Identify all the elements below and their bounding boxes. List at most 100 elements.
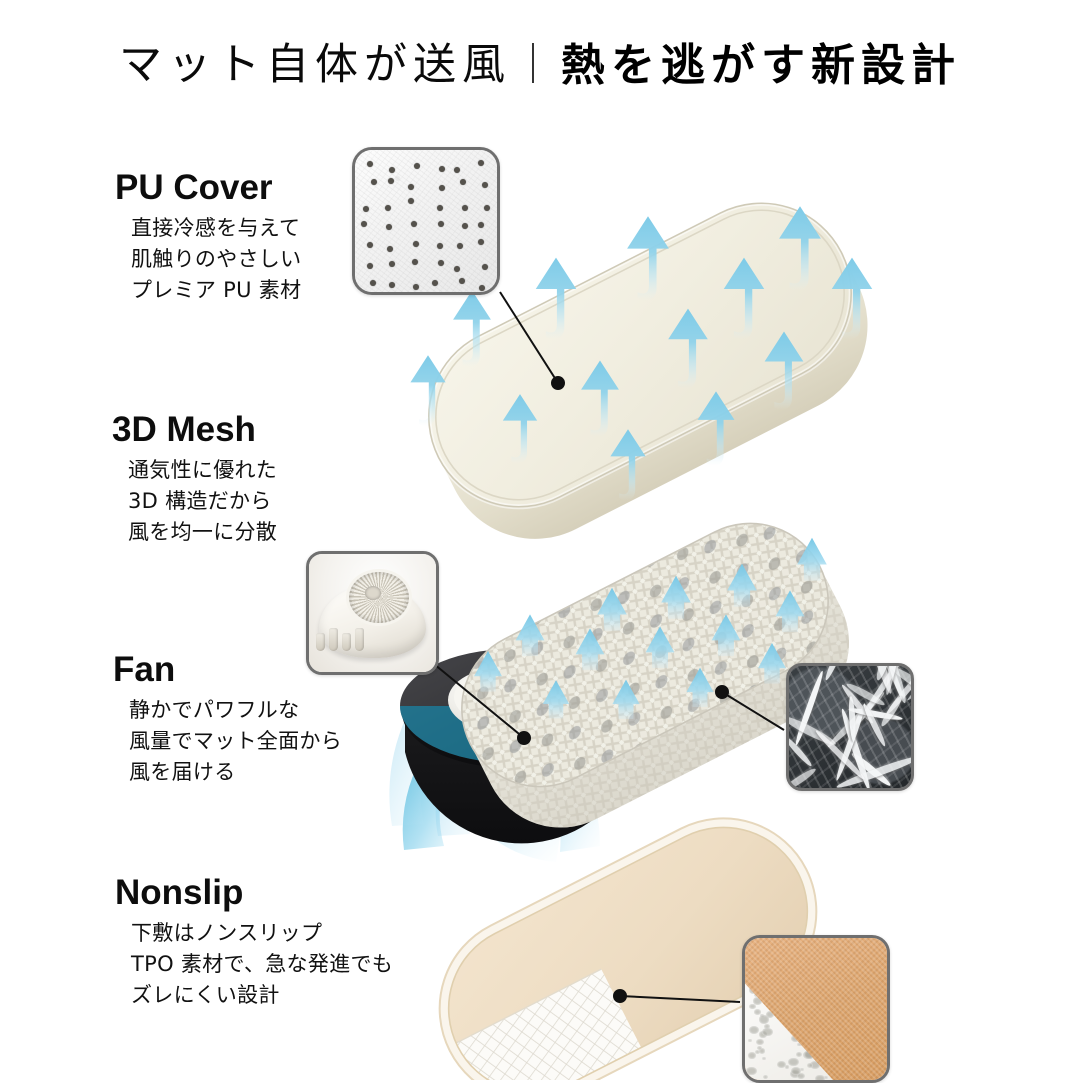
feature-heading-pu-cover: PU Cover	[115, 168, 273, 207]
fan-vent-teeth	[312, 615, 365, 651]
nonslip-pore	[790, 1066, 801, 1075]
pu-perforation-dot	[461, 223, 468, 230]
nonslip-tpo-material-swatch	[742, 935, 890, 1083]
pu-perforation-dot	[388, 281, 395, 288]
pu-perforation-dot	[482, 263, 489, 270]
pu-perforation-dot	[437, 220, 444, 227]
nonslip-pore	[784, 1065, 789, 1069]
page-title: マット自体が送風 ｜ 熱を逃がす新設計	[0, 26, 1080, 96]
pu-perforation-dot	[437, 204, 444, 211]
feature-line: 下敷はノンスリップ	[131, 920, 323, 945]
pu-perforation-dot	[363, 206, 370, 213]
pu-perforation-dot	[388, 260, 395, 267]
3d-mesh-fiber-macro-swatch	[786, 663, 914, 791]
pu-perforation-dot	[366, 241, 373, 248]
nonslip-pore	[762, 1027, 773, 1037]
pu-perforation-dot	[411, 258, 418, 265]
pu-leather-texture-swatch	[352, 147, 500, 295]
feature-block-pu-cover: PU Cover 直接冷感を与えて 肌触りのやさしい プレミア PU 素材	[115, 168, 301, 306]
mesh-fiber-strand	[789, 766, 818, 788]
feature-line: プレミア PU 素材	[131, 277, 302, 302]
nonslip-pore	[753, 1009, 762, 1016]
pu-perforation-dot	[478, 159, 485, 166]
pu-perforation-dot	[408, 198, 415, 205]
feature-block-fan: Fan 静かでパワフルな 風量でマット全面から 風を届ける	[113, 651, 342, 788]
nonslip-pore	[763, 1024, 771, 1030]
nonslip-pore	[810, 1061, 820, 1069]
feature-line: TPO 素材で、急な発進でも	[131, 951, 394, 976]
nonslip-pore	[760, 1013, 765, 1017]
nonslip-pore	[762, 1057, 767, 1061]
title-bold-part: 熱を逃がす新設計	[561, 40, 961, 91]
nonslip-pore	[815, 1074, 825, 1080]
feature-heading-nonslip: Nonslip	[115, 873, 244, 912]
fan-vent-tooth	[354, 627, 364, 651]
feature-line: 風を届ける	[129, 759, 236, 784]
pu-perforation-dot	[437, 259, 444, 266]
nonslip-pore	[799, 1067, 805, 1072]
pu-perforation-dot	[461, 205, 468, 212]
pu-perforation-dot	[384, 205, 391, 212]
nonslip-pore	[797, 1072, 805, 1079]
nonslip-pore	[806, 1063, 814, 1069]
feature-line: 肌触りのやさしい	[131, 246, 302, 271]
nonslip-pore	[804, 1050, 815, 1059]
pu-perforation-dot	[482, 182, 489, 189]
fan-vent-tooth	[328, 627, 338, 651]
nonslip-pore	[788, 1057, 799, 1067]
nonslip-pore	[746, 1066, 757, 1076]
pu-perforation-dot	[413, 162, 420, 169]
feature-block-3d-mesh: 3D Mesh 通気性に優れた 3D 構造だから 風を均一に分散	[112, 410, 278, 548]
nonslip-pore	[756, 1039, 765, 1046]
nonslip-pore	[748, 1025, 759, 1034]
pu-perforation-dots	[355, 150, 497, 292]
pu-perforation-dot	[370, 280, 377, 287]
feature-description-pu-cover: 直接冷感を与えて 肌触りのやさしい プレミア PU 素材	[115, 213, 301, 306]
nonslip-pore	[758, 1048, 766, 1054]
pu-perforation-dot	[460, 178, 467, 185]
pu-perforation-dot	[410, 220, 417, 227]
nonslip-pore	[747, 1038, 752, 1042]
feature-line: 風を均一に分散	[128, 519, 278, 544]
nonslip-pore	[795, 1051, 803, 1057]
nonslip-pore	[754, 1049, 761, 1055]
feature-line: 通気性に優れた	[128, 457, 278, 482]
pu-perforation-dot	[413, 284, 420, 291]
nonslip-pore	[758, 1015, 770, 1024]
pu-perforation-dot	[361, 221, 368, 228]
nonslip-pore	[756, 1046, 763, 1051]
pu-perforation-dot	[439, 185, 446, 192]
pu-perforation-dot	[366, 262, 373, 269]
pu-perforation-dot	[478, 284, 485, 291]
feature-block-nonslip: Nonslip 下敷はノンスリップ TPO 素材で、急な発進でも ズレにくい設計	[115, 873, 393, 1011]
title-light-part: マット自体が送風	[119, 40, 511, 90]
pu-perforation-dot	[484, 204, 491, 211]
pu-perforation-dot	[454, 265, 461, 272]
mesh-fiber-strands	[789, 666, 911, 788]
pu-perforation-dot	[413, 241, 419, 248]
feature-line: 3D 構造だから	[128, 488, 272, 513]
mesh-fiber-strand	[823, 666, 848, 682]
pu-perforation-dot	[478, 238, 485, 245]
pu-perforation-dot	[370, 178, 377, 185]
nonslip-pore	[748, 1003, 756, 1010]
nonslip-pore	[765, 1011, 775, 1018]
title-separator: ｜	[513, 43, 557, 87]
pu-perforation-dot	[478, 222, 484, 229]
feature-description-nonslip: 下敷はノンスリップ TPO 素材で、急な発進でも ズレにくい設計	[115, 918, 393, 1011]
pu-perforation-dot	[407, 184, 414, 191]
fan-vent-tooth	[341, 632, 351, 651]
feature-line: 直接冷感を与えて	[131, 215, 301, 240]
feature-heading-3d-mesh: 3D Mesh	[112, 410, 256, 449]
pu-perforation-dot	[453, 166, 460, 173]
pu-perforation-dot	[459, 278, 466, 284]
nonslip-layer	[438, 817, 818, 1080]
pu-perforation-dot	[437, 243, 444, 250]
nonslip-pore	[777, 1061, 786, 1069]
feature-line: 風量でマット全面から	[129, 728, 342, 753]
pu-perforation-dot	[456, 243, 463, 250]
mesh-fiber-strand	[879, 694, 904, 728]
pu-texture-surface	[355, 150, 497, 292]
fan-hub	[364, 585, 382, 601]
nonslip-pore	[797, 1042, 802, 1047]
